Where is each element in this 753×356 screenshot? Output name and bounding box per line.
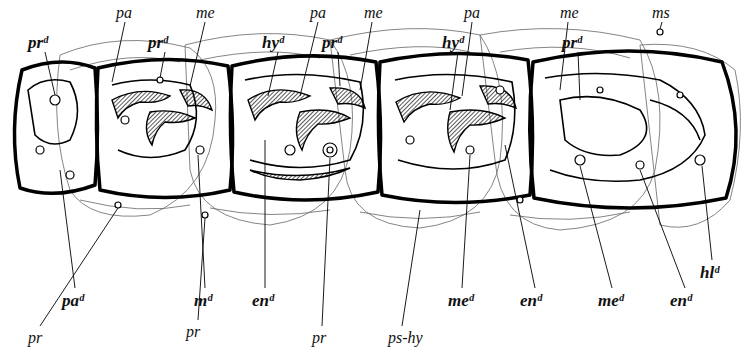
cusp-label: enᵈ	[252, 292, 274, 309]
structure-label: pa	[464, 5, 480, 21]
cusp-label: hyᵈ	[262, 34, 284, 51]
structure-label: pr	[28, 330, 42, 346]
structure-label: me	[560, 5, 579, 21]
cusp-label: prᵈ	[322, 34, 342, 51]
cusp-label: paᵈ	[62, 292, 84, 309]
structure-label: me	[364, 5, 383, 21]
cusp-label: prᵈ	[148, 34, 168, 51]
cusp-label: prᵈ	[562, 34, 582, 51]
cusp-label: mᵈ	[194, 292, 212, 309]
structure-label: pa	[310, 5, 326, 21]
cusp-label: hyᵈ	[442, 34, 464, 51]
structure-label: ps-hy	[388, 330, 423, 346]
cusp-label: meᵈ	[598, 292, 624, 309]
structure-label: pr	[312, 330, 326, 346]
structure-label: pa	[116, 5, 132, 21]
cusp-label: hlᵈ	[700, 264, 719, 281]
structure-label: pr	[186, 324, 200, 340]
cusp-label: enᵈ	[520, 292, 542, 309]
cusp-label: enᵈ	[670, 292, 692, 309]
cusp-label: meᵈ	[448, 292, 474, 309]
structure-label: ms	[652, 5, 670, 21]
structure-label: me	[196, 5, 215, 21]
cusp-label: prᵈ	[28, 34, 48, 51]
